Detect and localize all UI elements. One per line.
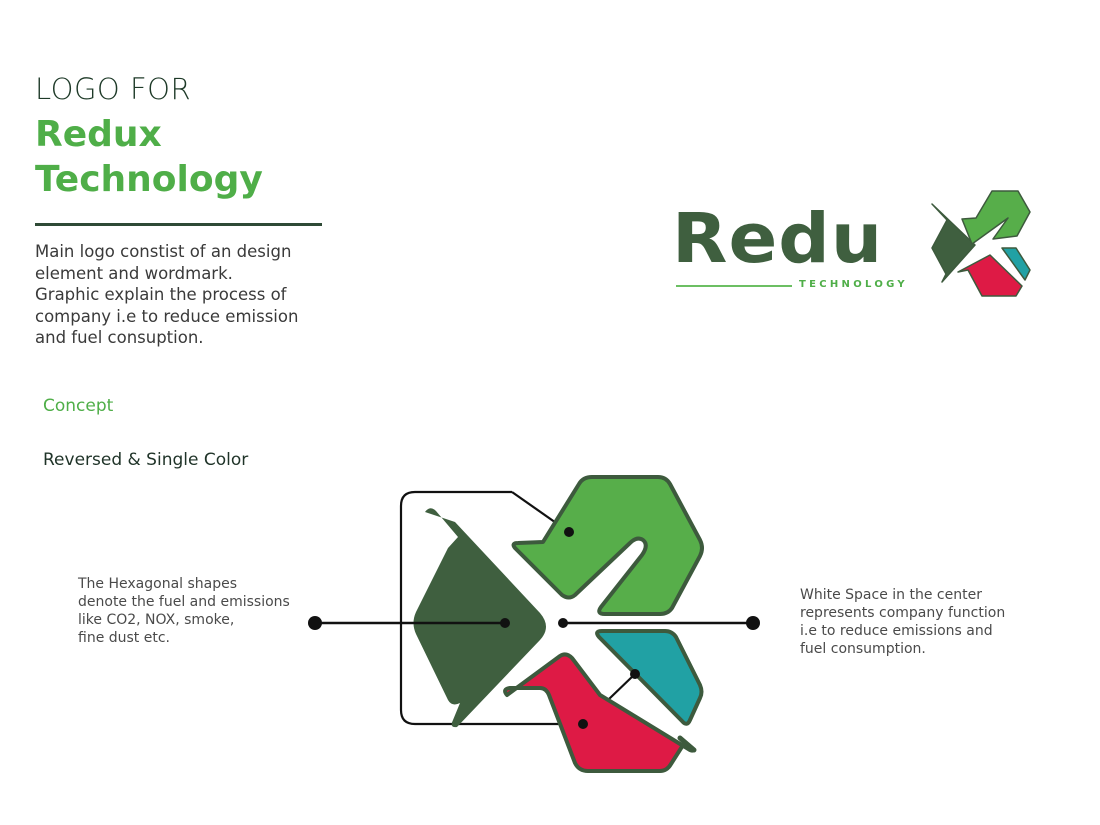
logo-mark-teal	[1001, 247, 1031, 281]
right-pointer-start-dot	[558, 618, 568, 628]
logo-underline	[676, 285, 792, 287]
logo-wordmark: Redu	[672, 198, 884, 279]
logo-mark-green	[961, 190, 1031, 245]
description: Main logo constist of an design element …	[35, 241, 335, 349]
pre-title: LOGO FOR	[35, 72, 192, 106]
callout-dot-green	[564, 527, 574, 537]
callout-dot-teal	[630, 669, 640, 679]
logo-mark-icon	[931, 190, 1031, 297]
note-line: represents company function	[800, 605, 1006, 621]
green-hexagon-shape	[511, 475, 704, 616]
concept-label: Concept	[43, 396, 114, 416]
note-line: The Hexagonal shapes	[78, 576, 238, 592]
note-line: i.e to reduce emissions and	[800, 623, 993, 639]
dark-green-hexagon-shape	[413, 508, 546, 728]
description-line: Main logo constist of an design	[35, 242, 292, 261]
description-line: company i.e to reduce emission	[35, 306, 299, 326]
title-line-2: Technology	[35, 159, 263, 200]
description-line: and fuel consuption.	[35, 328, 204, 347]
note-line: White Space in the center	[800, 587, 982, 603]
description-line: element and wordmark.	[35, 263, 233, 283]
reversed-label: Reversed & Single Color	[43, 450, 249, 470]
left-pointer-start-dot	[500, 618, 510, 628]
note-line: denote the fuel and emissions	[78, 594, 290, 610]
red-shape-tail	[677, 735, 697, 753]
callout-dot-red	[578, 719, 588, 729]
white-space-note: White Space in the center represents com…	[800, 586, 1040, 658]
description-line: Graphic explain the process of	[35, 285, 287, 304]
title-divider	[35, 223, 322, 226]
hexagon-shapes-note: The Hexagonal shapes denote the fuel and…	[78, 575, 318, 647]
title-line-1: Redux	[35, 114, 162, 155]
logo-mark-dark-green	[931, 203, 976, 283]
note-line: fuel consumption.	[800, 641, 926, 657]
page-title: Redux Technology	[35, 112, 263, 202]
right-pointer-end-dot	[746, 616, 760, 630]
logo-subtitle: TECHNOLOGY	[799, 279, 908, 290]
teal-hexagon-shape	[595, 629, 704, 726]
note-line: like CO2, NOX, smoke,	[78, 612, 235, 628]
red-hexagon-shape	[503, 652, 696, 773]
left-pointer-end-dot	[308, 616, 322, 630]
logo-mark-red	[957, 254, 1023, 297]
note-line: fine dust etc.	[78, 630, 170, 646]
callout-frame	[399, 490, 583, 726]
